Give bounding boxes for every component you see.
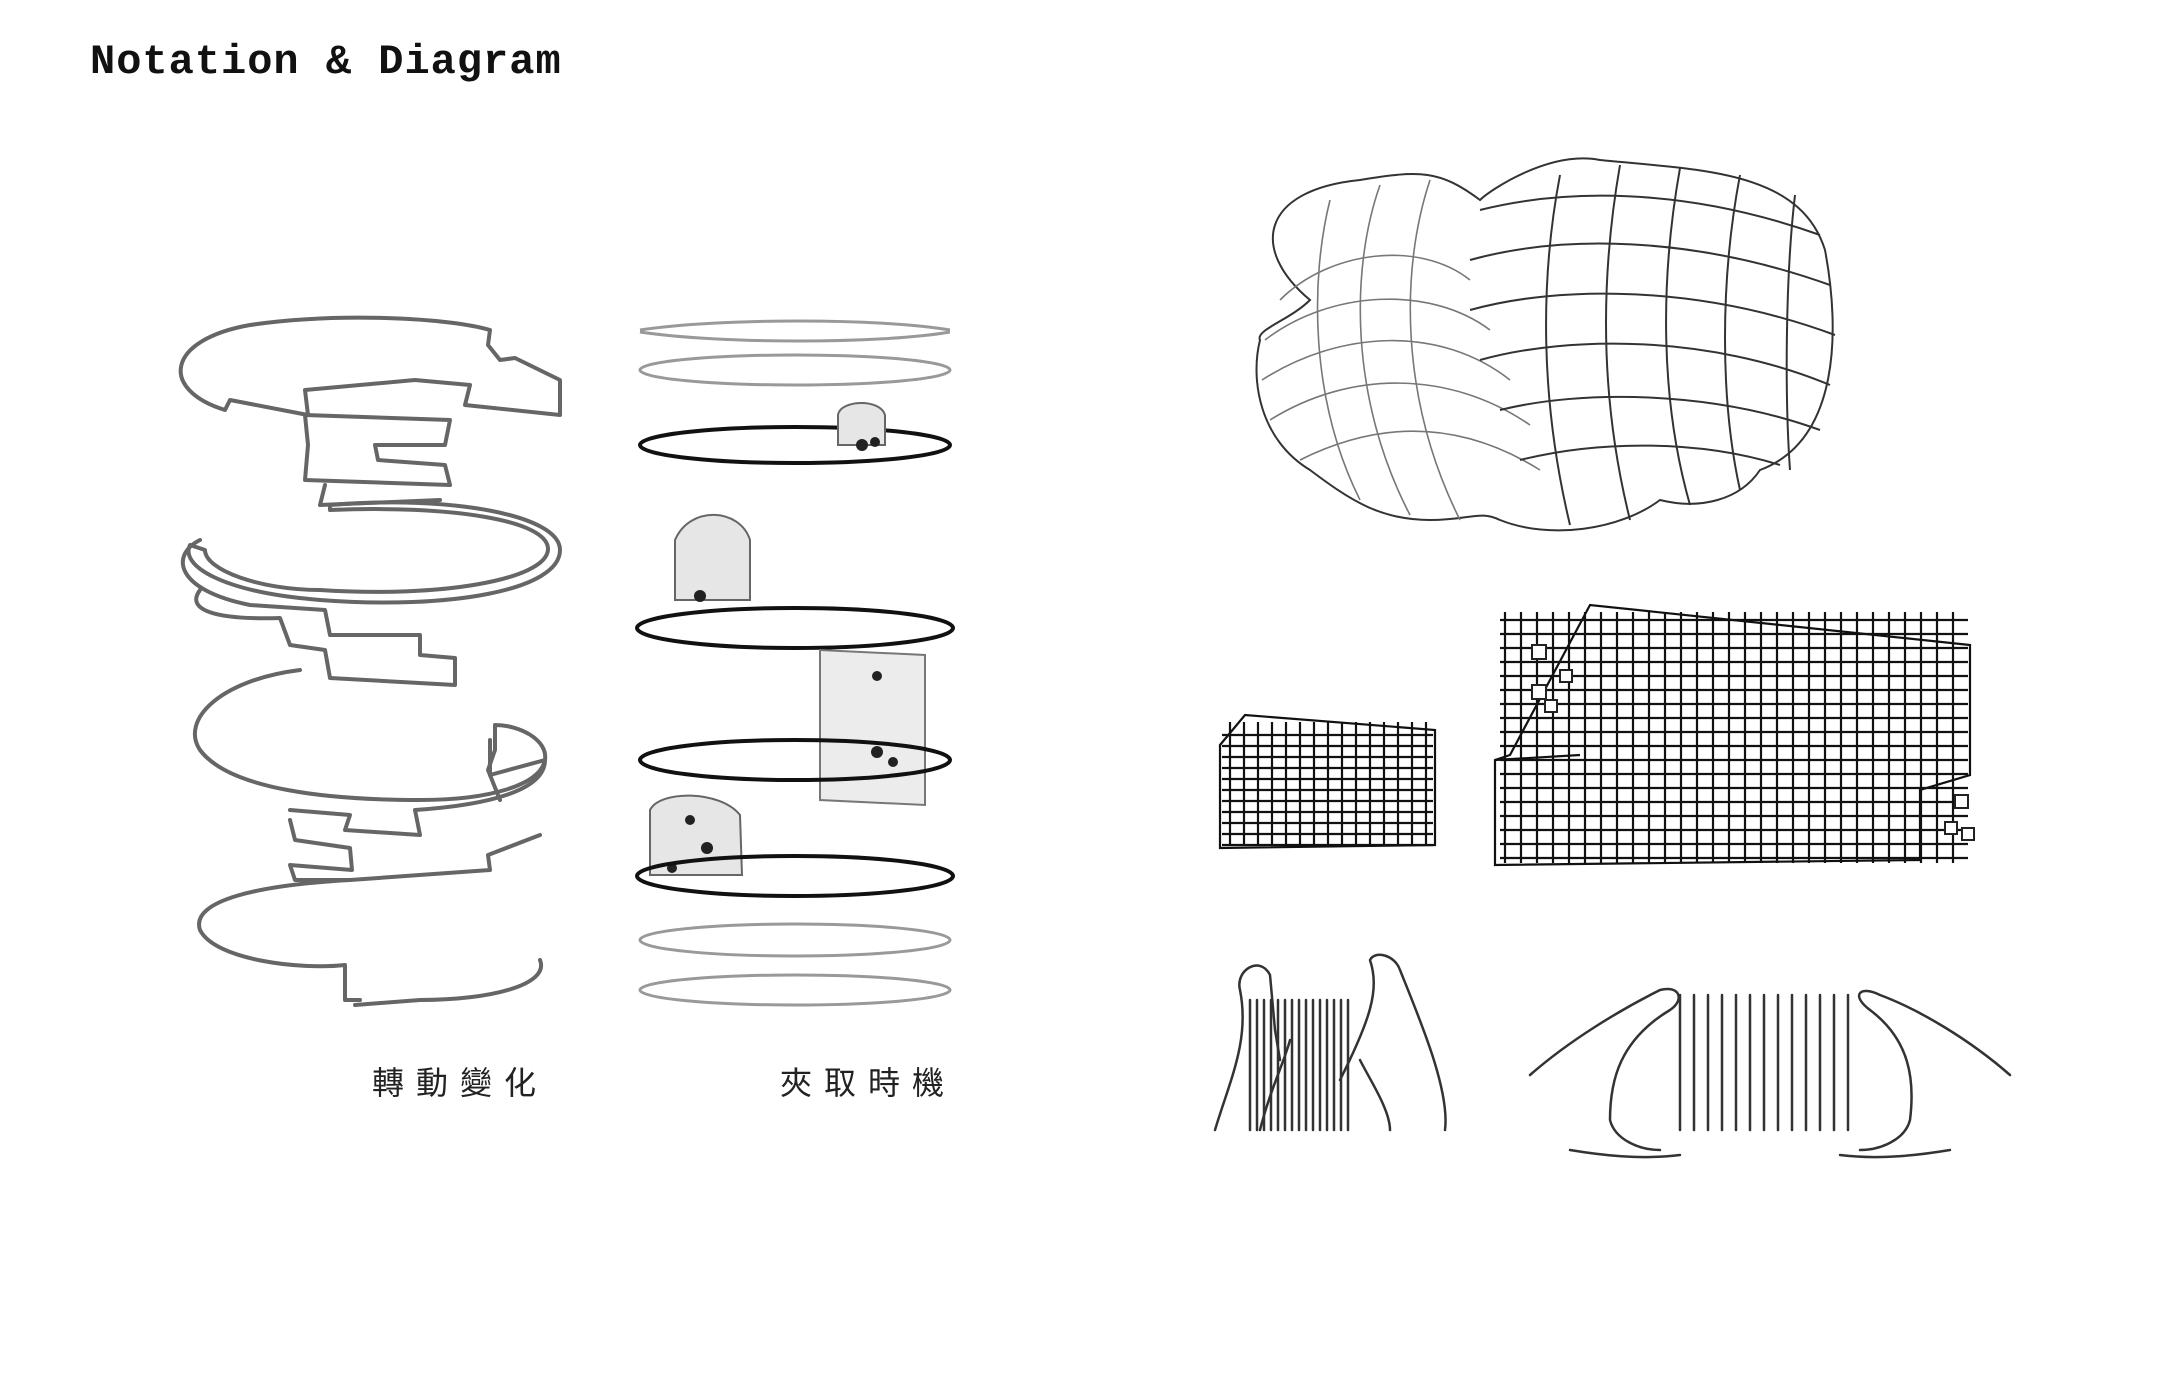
- caption-gripping: 夾取時機: [780, 1064, 957, 1102]
- page-title: Notation & Diagram: [90, 38, 562, 86]
- caption-rotation: 轉動變化: [372, 1064, 549, 1102]
- hands-sketch: [1213, 953, 2012, 1159]
- grid-blocks-sketch: [1218, 603, 1975, 867]
- wireframe-form-sketch: [1255, 157, 1836, 532]
- gripping-discs-sketch: [635, 319, 955, 1007]
- rotation-rings-sketch: [178, 315, 562, 1007]
